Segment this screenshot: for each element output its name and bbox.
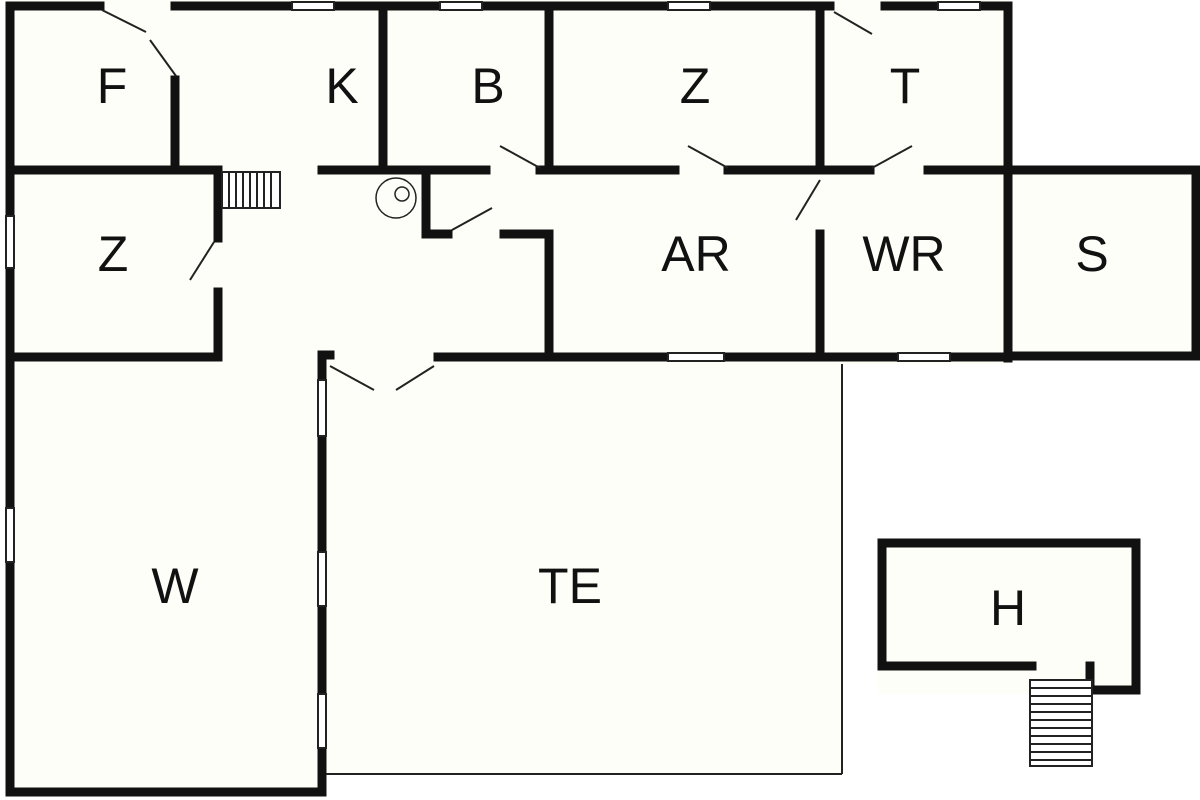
floor-main-upper: [8, 0, 1012, 364]
door-closet: [451, 207, 493, 231]
door-f: [149, 39, 177, 77]
wall-s-room: [1003, 165, 1200, 361]
room-label-h: H: [990, 580, 1026, 636]
window-te-2: [317, 551, 327, 607]
room-label-s: S: [1075, 226, 1108, 282]
doors: [101, 9, 913, 391]
door-entry-top: [101, 9, 147, 33]
room-label-wr: WR: [862, 226, 945, 282]
door-te-right: [395, 365, 435, 391]
thin-walls: [326, 364, 843, 775]
room-label-t: T: [890, 58, 921, 114]
floor-te: [326, 364, 842, 774]
window-te-1: [317, 379, 327, 437]
door-t: [871, 145, 913, 169]
window-z2: [5, 215, 15, 269]
window-b: [439, 1, 483, 11]
door-ar-wr: [795, 179, 821, 221]
stairs-hall: [221, 171, 281, 209]
door-b: [499, 145, 541, 169]
window-t: [937, 1, 981, 11]
stove-inner-circle: [394, 186, 410, 202]
room-label-w: W: [151, 558, 199, 614]
window-ar: [667, 352, 725, 362]
window-w-west: [5, 507, 15, 563]
windows: [5, 1, 981, 749]
room-labels: F K B Z T Z AR WR S W TE H: [97, 58, 1109, 636]
door-z2: [189, 241, 215, 281]
room-label-f: F: [97, 58, 128, 114]
window-wr: [897, 352, 951, 362]
door-t-top: [833, 11, 873, 35]
floor-areas: [8, 0, 1196, 792]
window-k: [291, 1, 335, 11]
window-z: [667, 1, 711, 11]
stairs-h: [1029, 679, 1093, 767]
room-label-ar: AR: [661, 226, 730, 282]
wall-closet: [421, 171, 453, 239]
door-z: [687, 145, 729, 169]
room-label-b: B: [471, 58, 504, 114]
room-label-k: K: [325, 58, 358, 114]
floor-w: [8, 355, 326, 792]
stove-outer-circle: [375, 177, 417, 219]
stairs-h-outline: [1029, 679, 1093, 767]
door-te-left: [329, 365, 375, 391]
floor-s: [1012, 170, 1196, 356]
room-label-z2: Z: [98, 226, 129, 282]
stove-symbol: [375, 177, 417, 219]
room-label-te: TE: [538, 558, 602, 614]
room-label-z1: Z: [680, 58, 711, 114]
wall-hall-ar: [499, 229, 554, 357]
window-te-3: [317, 693, 327, 749]
